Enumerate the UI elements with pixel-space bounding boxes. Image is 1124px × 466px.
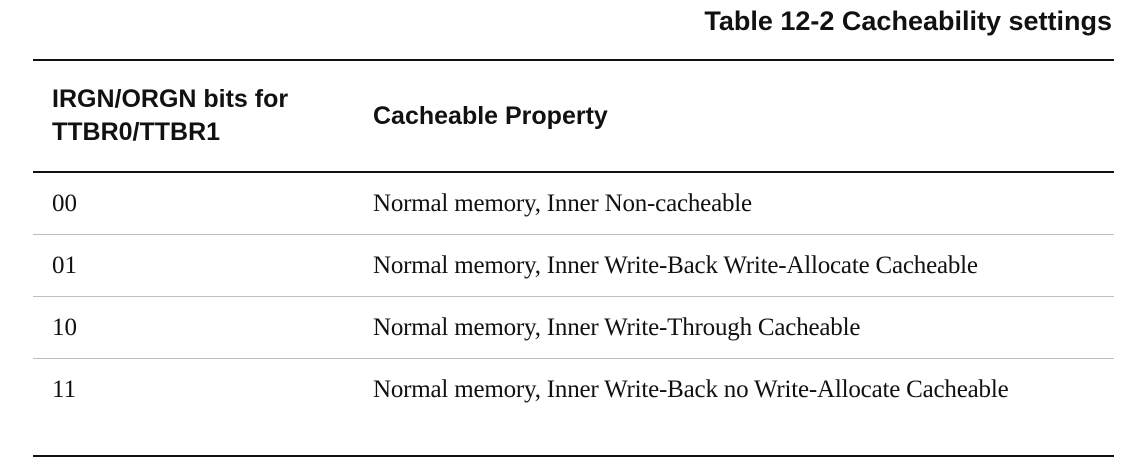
row-property-cell: Normal memory, Inner Non-cacheable (373, 190, 752, 217)
table-top-rule (33, 59, 1114, 61)
table-row: 11 Normal memory, Inner Write-Back no Wr… (33, 359, 1114, 455)
table-header-rule (33, 171, 1114, 173)
table-caption: Table 12-2 Cacheability settings (704, 6, 1112, 36)
row-property-cell: Normal memory, Inner Write-Back Write-Al… (373, 252, 978, 279)
cacheability-table: IRGN/ORGN bits for TTBR0/TTBR1 Cacheable… (33, 59, 1114, 457)
row-property-cell: Normal memory, Inner Write-Through Cache… (373, 314, 861, 341)
table-bottom-rule (33, 455, 1114, 457)
table-row: 10 Normal memory, Inner Write-Through Ca… (33, 297, 1114, 359)
column-header-property: Cacheable Property (373, 101, 608, 130)
column-header-bits: IRGN/ORGN bits for TTBR0/TTBR1 (52, 85, 289, 146)
row-bits-cell: 11 (52, 376, 77, 403)
table-row: 00 Normal memory, Inner Non-cacheable (33, 173, 1114, 235)
row-bits-cell: 00 (52, 190, 77, 217)
row-bits-cell: 01 (52, 252, 77, 279)
table-header-row: IRGN/ORGN bits for TTBR0/TTBR1 Cacheable… (33, 61, 1114, 171)
row-property-cell: Normal memory, Inner Write-Back no Write… (373, 376, 1009, 403)
table-row: 01 Normal memory, Inner Write-Back Write… (33, 235, 1114, 297)
row-bits-cell: 10 (52, 314, 77, 341)
